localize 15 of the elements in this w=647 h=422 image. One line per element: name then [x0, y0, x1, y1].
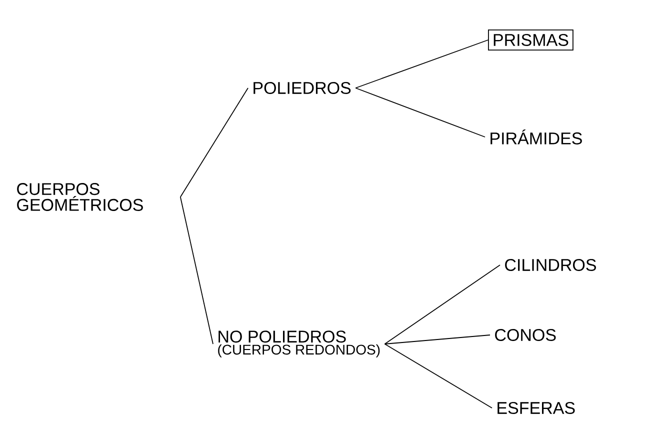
branch-line	[180, 196, 214, 344]
branch-line	[384, 264, 500, 344]
boxed-label: PRISMAS	[488, 30, 574, 50]
branch-line	[384, 334, 490, 344]
branch-line	[180, 88, 248, 198]
branch-label: ESFERAS	[498, 402, 575, 414]
branch-label: CUERPOS GEOMÉTRICOS	[17, 183, 143, 211]
branch-label: CONOS	[495, 328, 556, 342]
branch-label: CILINDROS	[505, 258, 596, 272]
branch-line	[355, 88, 486, 138]
branch-label: POLIEDROS	[254, 82, 351, 94]
branch-label: NO POLIEDROS (CUERPOS REDONDOS)	[218, 330, 380, 358]
branch-label: PIRÁMIDES	[490, 130, 582, 144]
branch-line	[355, 40, 488, 88]
branch-line	[384, 344, 492, 408]
